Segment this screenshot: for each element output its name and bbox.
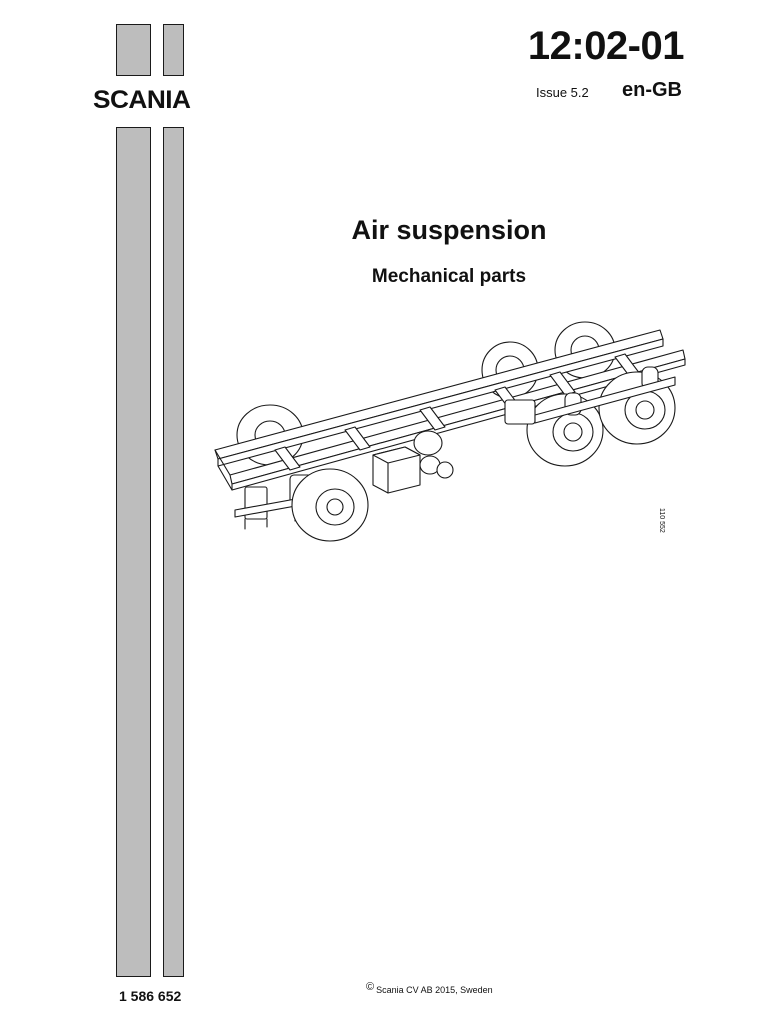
side-bar-top-left: [116, 24, 151, 76]
chassis-illustration: [214, 321, 686, 542]
page-subtitle: Mechanical parts: [371, 266, 527, 287]
part-number: 1 586 652: [119, 988, 182, 1004]
front-wheel: [291, 468, 369, 542]
copyright-text: Scania CV AB 2015, Sweden: [376, 985, 493, 995]
air-tank: [372, 430, 454, 494]
copyright-symbol: ©: [366, 981, 375, 993]
issue-label: Issue 5.2: [536, 85, 589, 100]
document-number: 12:02-01: [527, 24, 685, 68]
rear-air-springs: [504, 366, 676, 425]
language-code: en-GB: [622, 79, 682, 101]
figure-number: 110 552: [658, 508, 665, 533]
side-bar-top-right: [163, 24, 184, 76]
side-bar-right: [163, 127, 184, 977]
side-bar-left: [116, 127, 151, 977]
page-title: Air suspension: [351, 215, 547, 245]
copyright-notice: ©Scania CV AB 2015, Sweden: [366, 981, 493, 995]
scania-logo: SCANIA: [93, 86, 191, 114]
